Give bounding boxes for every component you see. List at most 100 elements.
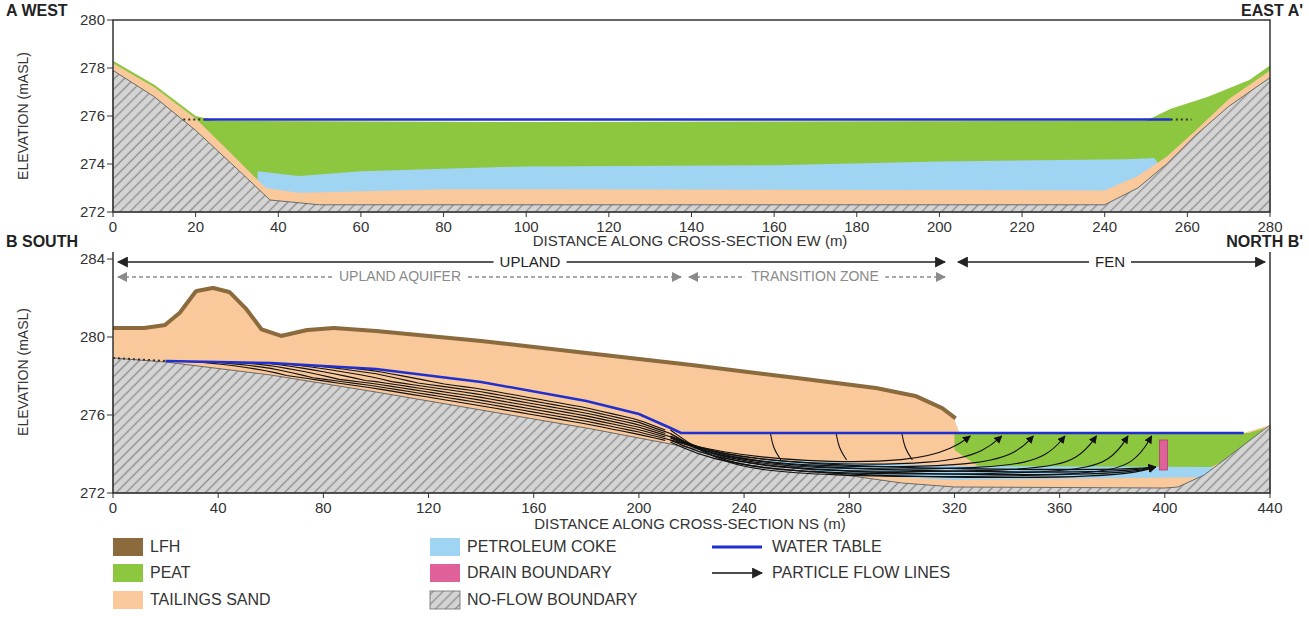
tick-label: 276	[80, 108, 105, 125]
flow-line	[902, 433, 913, 460]
zone-label: FEN	[1089, 254, 1131, 271]
axis-title: ELEVATION (mASL)	[16, 52, 31, 180]
tick-label: 280	[1257, 219, 1282, 236]
flow-line	[670, 433, 1096, 471]
flow-line	[670, 442, 1155, 477]
tick-mark	[107, 20, 113, 21]
panel-frame	[113, 252, 1270, 493]
tick-label: 280	[80, 329, 105, 346]
tick-label: 0	[109, 500, 117, 517]
panel-frame	[113, 20, 1270, 212]
tick-label: 180	[844, 219, 869, 236]
tick-label: 240	[1092, 219, 1117, 236]
tick-label: 40	[270, 219, 287, 236]
no-flow-boundary	[113, 70, 1270, 212]
tick-mark	[107, 116, 113, 117]
no-flow-boundary	[113, 358, 1270, 493]
tick-mark	[1270, 493, 1271, 498]
tick-mark	[774, 212, 775, 217]
axis-title: ELEVATION (mASL)	[16, 308, 31, 436]
section-title: B SOUTH	[6, 233, 78, 251]
legend-swatch	[113, 591, 143, 609]
water-table	[204, 118, 1171, 121]
tick-mark	[638, 493, 639, 498]
tick-label: 80	[315, 500, 332, 517]
legend-label: NO-FLOW BOUNDARY	[467, 591, 637, 609]
tick-label: 40	[210, 500, 227, 517]
flow-line	[234, 362, 665, 437]
tick-mark	[107, 337, 113, 338]
tick-mark	[323, 493, 324, 498]
tick-label: 272	[80, 204, 105, 221]
tick-mark	[107, 493, 113, 494]
axis-title: DISTANCE ALONG CROSS-SECTION EW (m)	[533, 233, 848, 250]
legend-label: WATER TABLE	[772, 538, 882, 556]
peat-layer	[113, 61, 1270, 212]
water-table-dotted	[1171, 119, 1192, 121]
legend-label: PETROLEUM COKE	[467, 538, 616, 556]
flow-line	[670, 440, 1155, 475]
tick-label: 0	[109, 219, 117, 236]
flow-line	[181, 361, 665, 440]
water-table-dotted	[183, 119, 204, 121]
legend-label: DRAIN BOUNDARY	[467, 564, 612, 582]
tick-mark	[533, 493, 534, 498]
tick-mark	[691, 212, 692, 217]
tick-label: 440	[1257, 500, 1282, 517]
tick-mark	[113, 212, 114, 217]
particle-flow-lines	[181, 361, 1155, 477]
legend-label: LFH	[150, 538, 180, 556]
tick-label: 260	[1175, 219, 1200, 236]
tick-label: 400	[1152, 500, 1177, 517]
legend-label: TAILINGS SAND	[150, 591, 271, 609]
tick-mark	[744, 493, 745, 498]
tick-label: 320	[942, 500, 967, 517]
legend-swatch	[430, 564, 460, 582]
zone-label: TRANSITION ZONE	[745, 269, 885, 284]
tick-mark	[1164, 493, 1165, 498]
water-table-sample	[712, 546, 762, 549]
flow-line	[670, 436, 1033, 466]
tick-mark	[1104, 212, 1105, 217]
tick-mark	[1187, 212, 1188, 217]
flow-line-sample	[712, 572, 762, 574]
legend-label: PEAT	[150, 564, 191, 582]
legend-swatch	[113, 564, 143, 582]
tick-label: 220	[1010, 219, 1035, 236]
flow-line	[836, 433, 847, 460]
tick-mark	[849, 493, 850, 498]
tick-mark	[1059, 493, 1060, 498]
legend-samples	[430, 547, 762, 609]
tick-mark	[856, 212, 857, 217]
no-flow-sample	[430, 591, 460, 609]
tick-mark	[954, 493, 955, 498]
sand-layer	[113, 63, 1270, 212]
section-title: EAST A'	[1241, 2, 1303, 20]
tick-mark	[1022, 212, 1023, 217]
flow-line	[313, 365, 671, 433]
sand-layer	[113, 290, 1270, 493]
peat-layer	[954, 428, 1264, 470]
tick-label: 278	[80, 60, 105, 77]
water-table	[166, 361, 1244, 433]
tick-label: 284	[80, 251, 105, 268]
tick-mark	[218, 493, 219, 498]
flow-line	[770, 433, 781, 460]
tick-label: 20	[187, 219, 204, 236]
tick-mark	[107, 68, 113, 69]
axis-title: DISTANCE ALONG CROSS-SECTION NS (m)	[534, 516, 845, 533]
flow-line	[287, 364, 666, 434]
tick-label: 274	[80, 156, 105, 173]
tick-mark	[195, 212, 196, 217]
tick-label: 280	[80, 12, 105, 29]
tick-mark	[360, 212, 361, 217]
tick-label: 120	[416, 500, 441, 517]
tick-mark	[526, 212, 527, 217]
water-table-dotted	[113, 358, 166, 361]
tick-label: 200	[626, 500, 651, 517]
tick-label: 60	[353, 219, 370, 236]
zone-label: UPLAND	[494, 254, 567, 271]
flow-line	[670, 436, 1064, 469]
tick-mark	[278, 212, 279, 217]
